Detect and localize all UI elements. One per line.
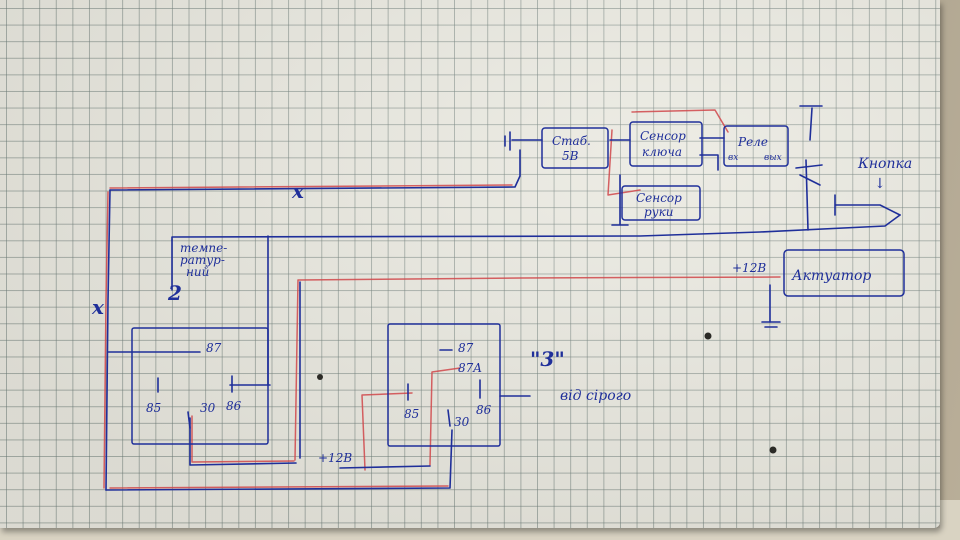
- bottom-return-wire: [105, 429, 453, 491]
- component-boxes: [131, 121, 905, 447]
- bottom-plus12: +12В: [318, 451, 352, 465]
- variable-resistor-mark: [795, 164, 823, 186]
- left-bus-wire-red: [103, 191, 109, 489]
- sensor-key-box: [629, 121, 703, 167]
- bottom-return-wire-red: [109, 485, 449, 489]
- relay3-pin-stubs: [407, 349, 481, 427]
- relay2-pin-stubs: [157, 375, 233, 429]
- relay3-87a-red: [429, 367, 461, 466]
- relay3-number: "3": [530, 347, 565, 371]
- sensor-red-top: [631, 109, 729, 133]
- relay2-pin-85: 85: [146, 401, 161, 415]
- sensor-hand-ground: [611, 174, 629, 226]
- temp-label-2: ратур-: [180, 253, 225, 267]
- top-feed-wire: [109, 149, 521, 191]
- button-label: Кнопка: [857, 156, 912, 172]
- relay-box: [723, 125, 789, 167]
- paper-dots: [317, 332, 777, 454]
- relay-pin-in: вх: [728, 153, 738, 163]
- actuator-label: Актуатор: [791, 268, 871, 284]
- relay3-pin-30: 30: [454, 415, 470, 429]
- relay3-pin-87a: 87A: [458, 361, 482, 375]
- relay3-pin-87: 87: [458, 341, 474, 355]
- relay-pin-stubs: [157, 349, 481, 429]
- relay3-box: [387, 323, 501, 447]
- relay-label: Реле: [737, 135, 768, 149]
- paper-dot: [317, 374, 323, 380]
- relay2-30-wire-red: [191, 415, 295, 463]
- stab-box: [541, 127, 609, 169]
- paper-dot: [769, 446, 777, 454]
- relay2-pin-87: 87: [206, 341, 222, 355]
- relay2-pin-30: 30: [200, 401, 216, 415]
- relay2-box: [131, 327, 269, 445]
- button-arrow-icon: ↓: [874, 176, 886, 192]
- stab-label-2: 5В: [562, 149, 579, 163]
- relay3-pin-86: 86: [476, 403, 492, 417]
- relay3-85-red: [361, 392, 413, 471]
- relay-pin-out: вых: [764, 153, 782, 163]
- bottom-12v-wire: [339, 465, 431, 469]
- sensor-signal-wire: [171, 214, 901, 241]
- sensor-hand-label-2: руки: [644, 205, 674, 219]
- sensor-key-label-2: ключа: [642, 145, 682, 159]
- sensor-links: [609, 137, 725, 171]
- actuator-box: [783, 249, 905, 297]
- button-contact: [805, 159, 901, 231]
- relay3-pin-85: 85: [404, 407, 419, 421]
- cut-mark-left: x: [91, 295, 105, 319]
- sensor-hand-label-1: Сенсор: [636, 191, 682, 205]
- stab-label-1: Стаб.: [552, 134, 591, 148]
- top-feed-wire-red: [109, 184, 513, 189]
- ground-symbol-actuator: [761, 321, 781, 328]
- relay2-30-wire: [189, 417, 297, 466]
- stab-input-wire: [504, 131, 543, 151]
- relay3-note: від сірого: [560, 388, 631, 404]
- sensor-red-loop: [607, 129, 641, 196]
- relay2-number: 2: [167, 281, 182, 305]
- sensor-key-label-1: Сенсор: [640, 129, 686, 143]
- temp-label-1: темпе-: [180, 241, 227, 255]
- cut-mark-top: x: [291, 179, 305, 203]
- relay2-pin-86: 86: [226, 399, 242, 413]
- paper-dot: [704, 332, 712, 340]
- main-wires: [103, 105, 901, 491]
- relay-ground-wire: [809, 107, 813, 141]
- temp-label-3: ний: [186, 265, 209, 279]
- labels: Стаб. 5В Сенсор ключа Реле вх вых Сенсор…: [91, 129, 912, 465]
- actuator-plus12: +12В: [732, 261, 766, 275]
- sensor-hand-box: [621, 185, 701, 221]
- left-bus-wire: [105, 189, 111, 491]
- red-12v-wire: [294, 276, 781, 461]
